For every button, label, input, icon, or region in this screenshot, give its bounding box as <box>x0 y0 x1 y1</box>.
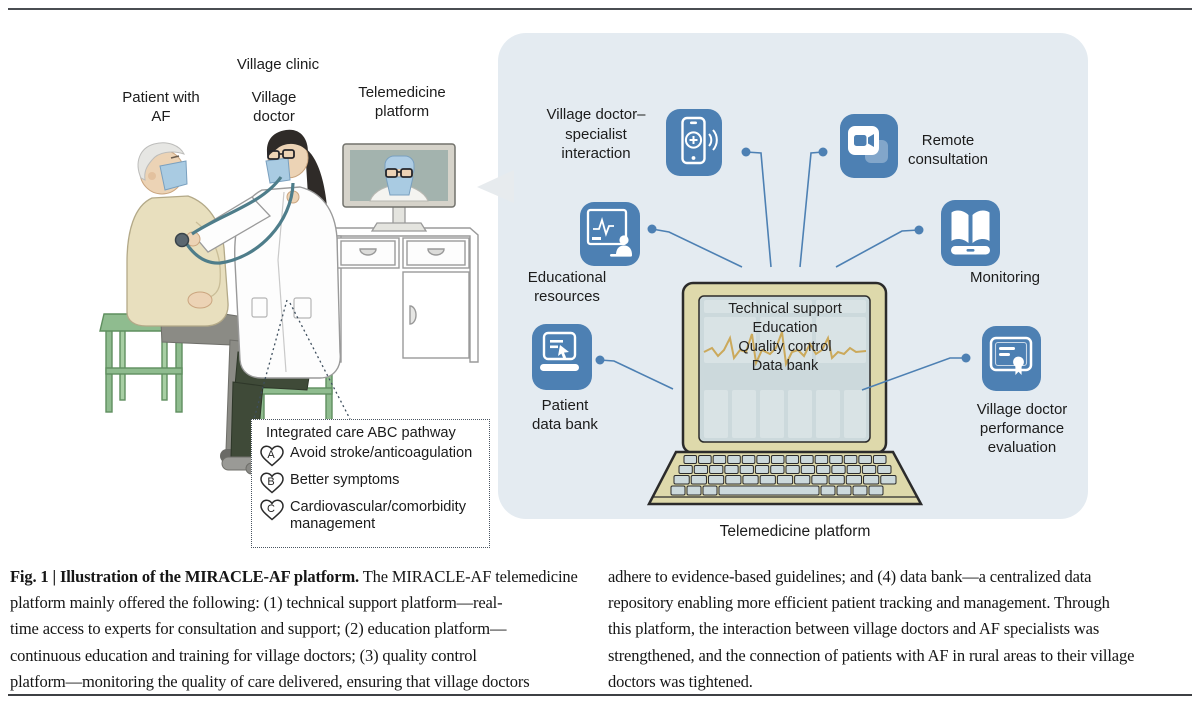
doctor-stool <box>251 347 339 421</box>
heart-b-icon: B <box>258 470 286 495</box>
telemedicine-platform-label-left: Telemedicine platform <box>358 84 446 120</box>
patient-with-af-label: Patient with AF <box>122 89 200 125</box>
desk-illustration <box>331 227 479 363</box>
abc-item-c: C Cardiovascular/comorbidity management <box>258 497 483 532</box>
ponytail <box>305 148 329 263</box>
telemedicine-platform-label-bottom: Telemedicine platform <box>719 523 871 540</box>
patient-illustration <box>126 142 266 463</box>
performance-evaluation-label: Village doctor performance evaluation <box>976 401 1068 456</box>
patient-data-bank-label: Patient data bank <box>532 397 598 433</box>
village-clinic-label: Village clinic <box>236 56 320 73</box>
training-board-icon <box>580 202 640 266</box>
smartphone-icon <box>666 109 722 176</box>
figure-caption-left-column: Fig. 1 | Illustration of the MIRACLE-AF … <box>10 567 578 691</box>
heart-c-icon: C <box>258 497 286 522</box>
book-monitor-icon <box>941 200 1000 266</box>
video-call-icon <box>840 114 898 178</box>
patient-stool <box>99 313 187 413</box>
interaction-label: Village doctor– specialist interaction <box>546 106 646 162</box>
bottom-rule <box>8 694 1192 696</box>
village-doctor-label: Village doctor <box>251 89 297 125</box>
remote-consultation-label: Remote consultation <box>907 132 989 168</box>
integrated-care-abc-box: Integrated care ABC pathway A Avoid stro… <box>251 419 490 548</box>
monitor-illustration <box>342 143 456 232</box>
figure-caption-right-column: adhere to evidence-based guidelines; and… <box>608 567 1135 691</box>
laptop-screen-text: Technical support Education Quality cont… <box>728 301 842 374</box>
abc-item-b: B Better symptoms <box>258 470 483 495</box>
certificate-icon <box>982 326 1041 391</box>
heart-a-icon: A <box>258 443 286 468</box>
laptop-record-icon <box>532 324 592 390</box>
caption-lead: Fig. 1 | Illustration of the MIRACLE-AF … <box>10 567 360 586</box>
dotted-pathway-lines <box>253 299 351 420</box>
educational-resources-label: Educational resources <box>527 269 607 305</box>
remote-doctor-on-screen <box>369 155 429 202</box>
top-rule <box>8 8 1192 10</box>
abc-item-a: A Avoid stroke/anticoagulation <box>258 443 483 468</box>
monitoring-label: Monitoring <box>969 269 1041 286</box>
stethoscope <box>174 176 295 265</box>
abc-item-c-text: Cardiovascular/comorbidity management <box>290 499 467 532</box>
abc-box-title: Integrated care ABC pathway <box>266 425 456 441</box>
